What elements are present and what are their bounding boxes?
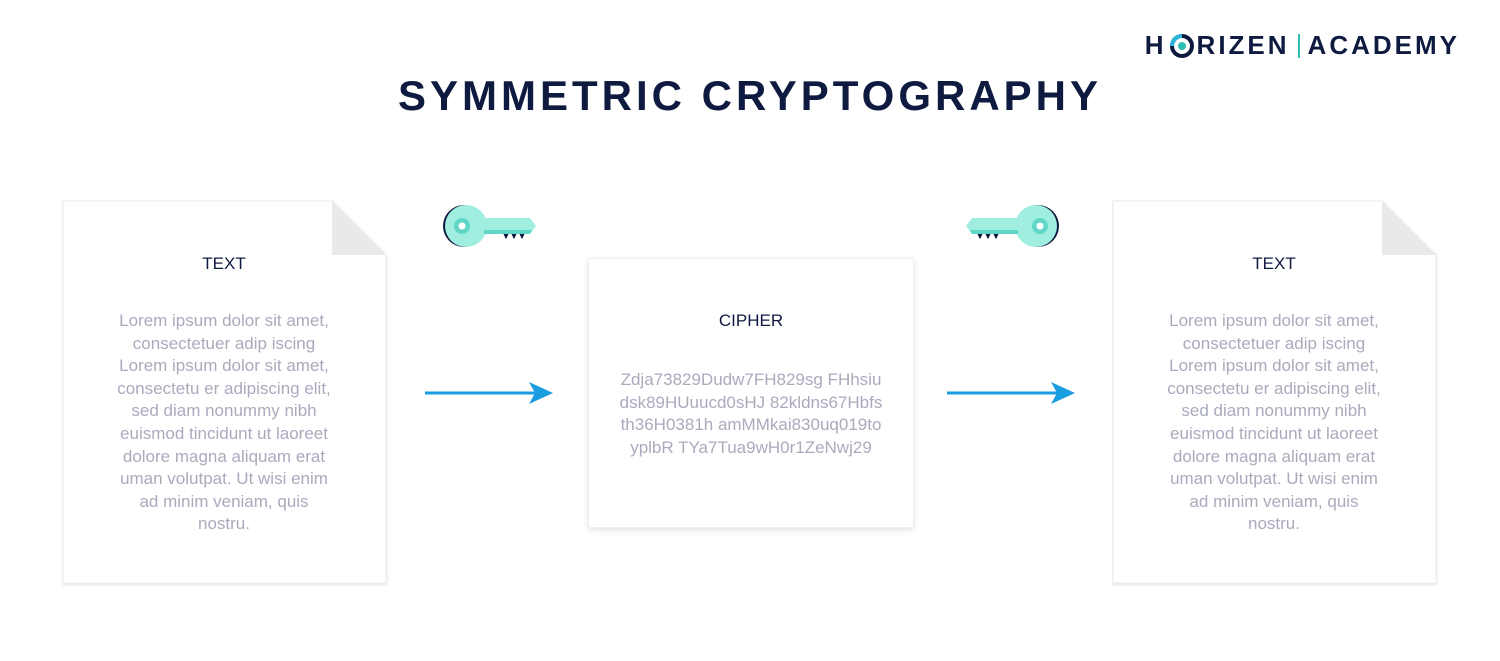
- document-body-text: Lorem ipsum dolor sit amet, consectetuer…: [1167, 311, 1381, 534]
- key-icon: [443, 205, 536, 247]
- document-label: TEXT: [202, 254, 246, 273]
- document-icon: [62, 200, 387, 584]
- logo-divider: [1297, 33, 1300, 58]
- cipher-body-text: Zdja73829Dudw7FH829sg FHhsiudsk89HUuucd0…: [619, 370, 883, 457]
- logo-text-academy: ACADEMY: [1307, 30, 1460, 60]
- ciphertext-document: CIPHER Zdja73829Dudw7FH829sg FHhsiudsk89…: [588, 258, 914, 528]
- page-title: SYMMETRIC CRYPTOGRAPHY: [397, 72, 1103, 119]
- plaintext-document-left: TEXT Lorem ipsum dolor sit amet, consect…: [62, 200, 387, 584]
- cipher-label: CIPHER: [718, 311, 784, 330]
- horizen-logo-icon: [1169, 33, 1194, 58]
- arrow-right-icon: [947, 382, 1075, 404]
- document-icon: [1112, 200, 1437, 584]
- logo-text-h: H: [1144, 30, 1167, 60]
- horizen-academy-logo: H RIZEN ACADEMY: [1145, 30, 1460, 61]
- arrow-right-icon: [425, 382, 553, 404]
- logo-text-rizen: RIZEN: [1196, 30, 1290, 60]
- document-body-text: Lorem ipsum dolor sit amet, consectetuer…: [117, 311, 331, 534]
- plaintext-document-right: TEXT Lorem ipsum dolor sit amet, consect…: [1112, 200, 1437, 584]
- document-label: TEXT: [1252, 254, 1296, 273]
- key-icon: [966, 205, 1059, 247]
